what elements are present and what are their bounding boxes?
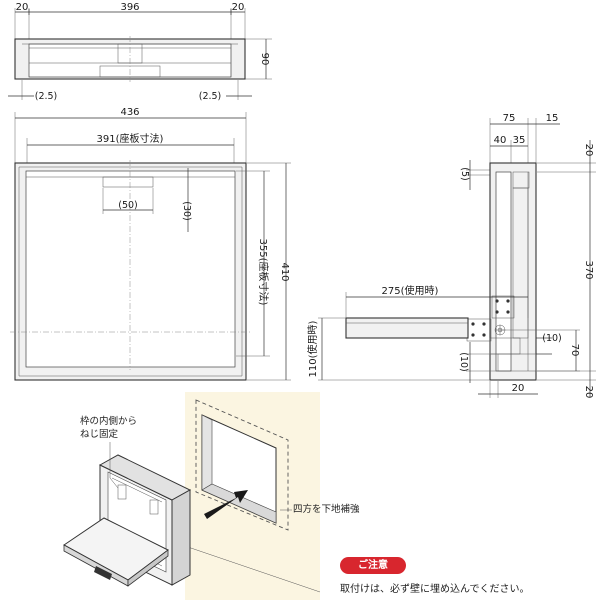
reinforcement-outline bbox=[195, 399, 289, 531]
front-dim-handle-width: (50) bbox=[118, 200, 138, 211]
side-dim-use-height: 110(使用時) bbox=[306, 320, 319, 377]
top-dim-right: 20 bbox=[232, 2, 245, 13]
side-dim-part-a: 40 bbox=[494, 135, 507, 146]
side-dim-part-b: 35 bbox=[513, 135, 526, 146]
side-dim-total-depth: 75 bbox=[503, 113, 516, 124]
side-view: 75 15 40 35 20 370 20 (5) bbox=[306, 113, 596, 398]
front-dim-handle-depth: (30) bbox=[181, 201, 192, 221]
side-dim-bottom: 20 bbox=[583, 386, 594, 399]
top-dim-height: 90 bbox=[259, 53, 270, 66]
side-dim-bracket-70: 70 bbox=[569, 344, 580, 357]
side-dim-top: 20 bbox=[583, 144, 594, 157]
front-view: 436 391(座板寸法) (50) (30) 355(座板寸法) 4 bbox=[10, 107, 291, 381]
label-screw-line1: 枠の内側から bbox=[80, 415, 137, 427]
insert-arrow bbox=[204, 490, 248, 519]
top-dim-width: 396 bbox=[120, 2, 139, 13]
top-dim-left: 20 bbox=[16, 2, 29, 13]
label-reinforce: 四方を下地補強 bbox=[293, 503, 360, 515]
top-view: 20 396 20 90 (2.5) (2.5) bbox=[8, 2, 272, 102]
caution-text: 取付けは、必ず壁に埋め込んでください。 bbox=[340, 584, 530, 595]
side-dim-base: 20 bbox=[512, 383, 525, 394]
side-dim-use-length: 275(使用時) bbox=[382, 284, 439, 297]
front-dim-overall-height: 410 bbox=[279, 262, 290, 281]
side-dim-bracket-bottom: (10) bbox=[458, 352, 469, 372]
front-dim-overall-width: 436 bbox=[120, 107, 139, 118]
label-screw-line2: ねじ固定 bbox=[80, 428, 119, 440]
top-dim-gap-right: (2.5) bbox=[199, 91, 222, 102]
side-dim-frame: 15 bbox=[546, 113, 559, 124]
caution-badge: ご注意 bbox=[340, 557, 406, 574]
front-dim-seat-width: 391(座板寸法) bbox=[97, 132, 164, 145]
side-dim-height: 370 bbox=[583, 260, 594, 279]
side-dim-bracket-gap: (10) bbox=[542, 333, 562, 344]
side-dim-small: (5) bbox=[459, 167, 470, 180]
front-dim-seat-height: 355(座板寸法) bbox=[257, 239, 270, 306]
top-dim-gap-left: (2.5) bbox=[35, 91, 58, 102]
install-view: 四方を下地補強 枠の内側から ねじ固定 bbox=[63, 392, 360, 600]
